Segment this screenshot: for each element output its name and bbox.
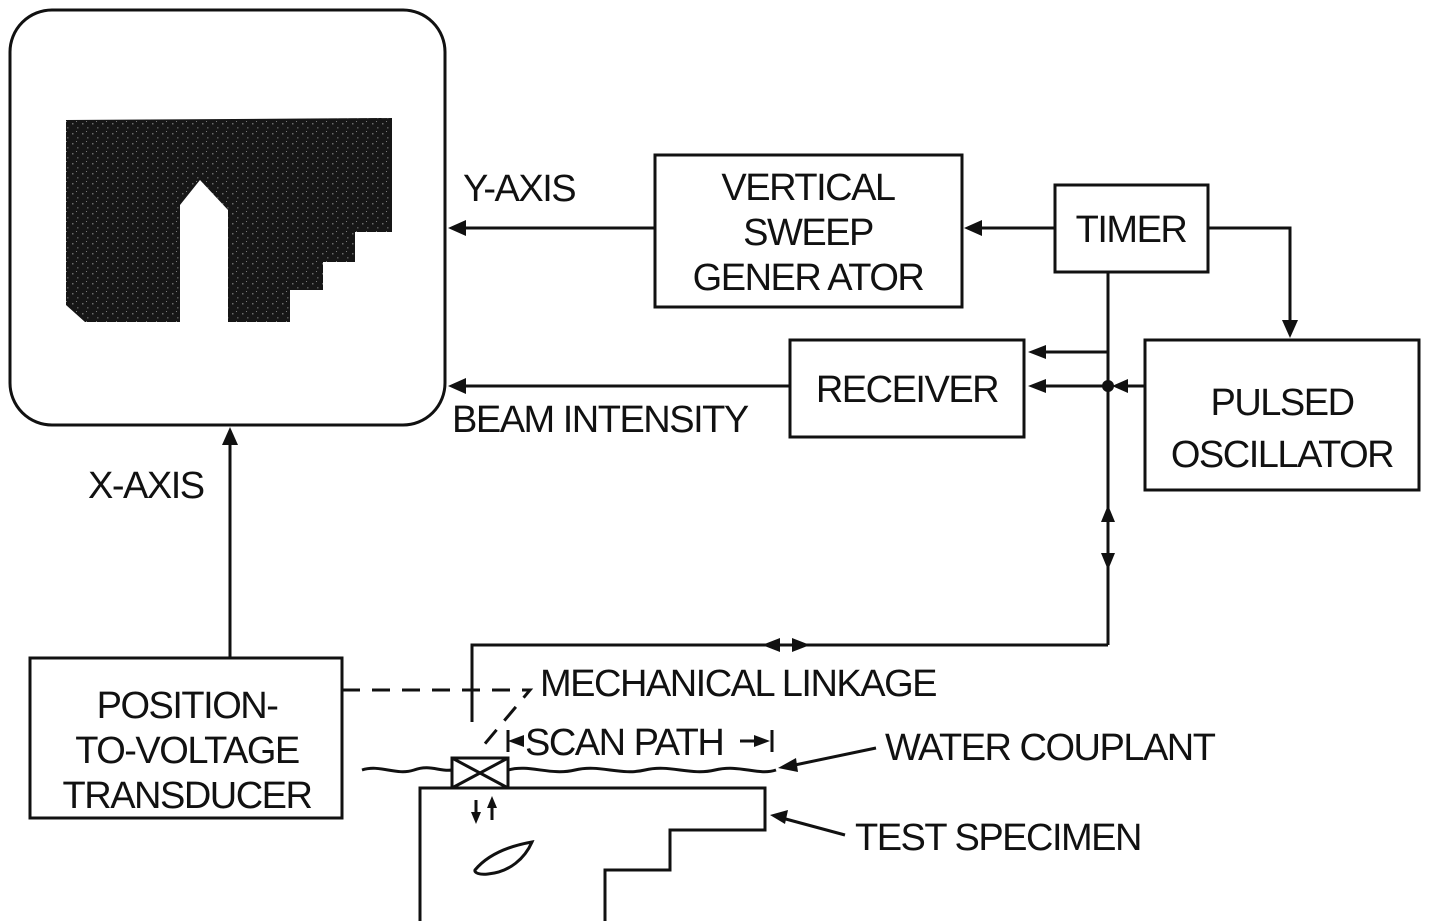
- water-couplant-label: WATER COUPLANT: [885, 727, 1216, 769]
- vertical-sweep-generator-box: [653, 153, 964, 309]
- timer-label: TIMER: [1076, 209, 1187, 251]
- vertical-sweep-generator-label-3: GENER ATOR: [693, 257, 924, 299]
- display-screen: [8, 8, 447, 427]
- pulsed-oscillator-label-2: OSCILLATOR: [1171, 434, 1393, 476]
- position-transducer-box: [28, 656, 344, 820]
- signal-lines: [222, 220, 1298, 753]
- receiver-label: RECEIVER: [816, 369, 998, 411]
- water-surface: [361, 766, 777, 774]
- position-transducer-label-1: POSITION-: [97, 685, 278, 727]
- beam-intensity-label: BEAM INTENSITY: [452, 399, 749, 441]
- test-specimen-label: TEST SPECIMEN: [855, 817, 1141, 859]
- test-specimen: [418, 786, 767, 921]
- x-axis-label: X-AXIS: [88, 465, 204, 507]
- c-scan-image: [66, 118, 392, 322]
- position-transducer-label-2: TO-VOLTAGE: [75, 730, 299, 772]
- vertical-sweep-generator-label-1: VERTICAL: [721, 167, 895, 209]
- scan-path-label: SCAN PATH: [525, 722, 723, 764]
- y-axis-label: Y-AXIS: [463, 168, 575, 210]
- receiver-box: [788, 338, 1026, 439]
- pulsed-oscillator-box: [1143, 338, 1421, 492]
- flaw: [473, 840, 535, 876]
- mechanical-linkage-label: MECHANICAL LINKAGE: [540, 663, 936, 705]
- vertical-sweep-generator-label-2: SWEEP: [743, 212, 873, 254]
- pulsed-oscillator-label-1: PULSED: [1210, 382, 1353, 424]
- search-unit: [450, 756, 510, 824]
- position-transducer-label-3: TRANSDUCER: [63, 775, 312, 817]
- scan-path-indicator: [506, 730, 774, 752]
